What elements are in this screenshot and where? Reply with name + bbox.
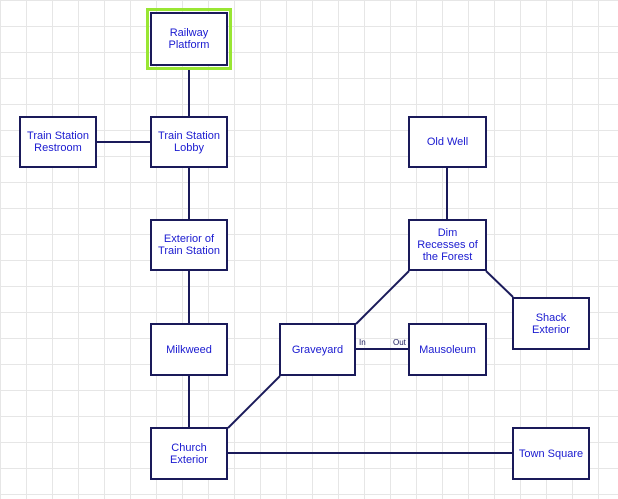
room-label: Church Exterior [170,441,208,466]
room-label: Old Well [426,136,469,148]
room-train-station-lobby[interactable]: Train Station Lobby [150,116,228,168]
room-label: Milkweed [166,343,212,356]
connector-dimrecesses-shack [485,270,514,298]
connector-graveyard-dimrecesses [355,270,410,325]
room-label: Train Station Lobby [158,130,220,154]
connection-label-in: In [359,338,366,347]
room-exterior-of-train-station[interactable]: Exterior of Train Station [150,219,228,271]
room-label: Shack Exterior [532,311,570,336]
connection-label-out: Out [393,338,406,347]
room-shack-exterior[interactable]: Shack Exterior [512,297,590,350]
room-milkweed[interactable]: Milkweed [150,323,228,376]
room-label: Train Station Restroom [27,130,89,154]
room-mausoleum[interactable]: Mausoleum [408,323,487,376]
connector-church-graveyard [227,375,281,429]
room-label: Exterior of Train Station [158,233,220,257]
room-old-well[interactable]: Old Well [408,116,487,168]
room-label: Railway Platform [168,27,210,51]
room-label: Town Square [518,447,584,460]
room-railway-platform[interactable]: Railway Platform [146,8,232,70]
room-dim-recesses-of-the-forest[interactable]: Dim Recesses of the Forest [408,219,487,271]
room-label: Dim Recesses of the Forest [417,227,478,263]
room-town-square[interactable]: Town Square [512,427,590,480]
room-label: Graveyard [291,343,344,356]
room-train-station-restroom[interactable]: Train Station Restroom [19,116,97,168]
room-church-exterior[interactable]: Church Exterior [150,427,228,480]
room-graveyard[interactable]: Graveyard [279,323,356,376]
room-label: Mausoleum [419,343,476,356]
